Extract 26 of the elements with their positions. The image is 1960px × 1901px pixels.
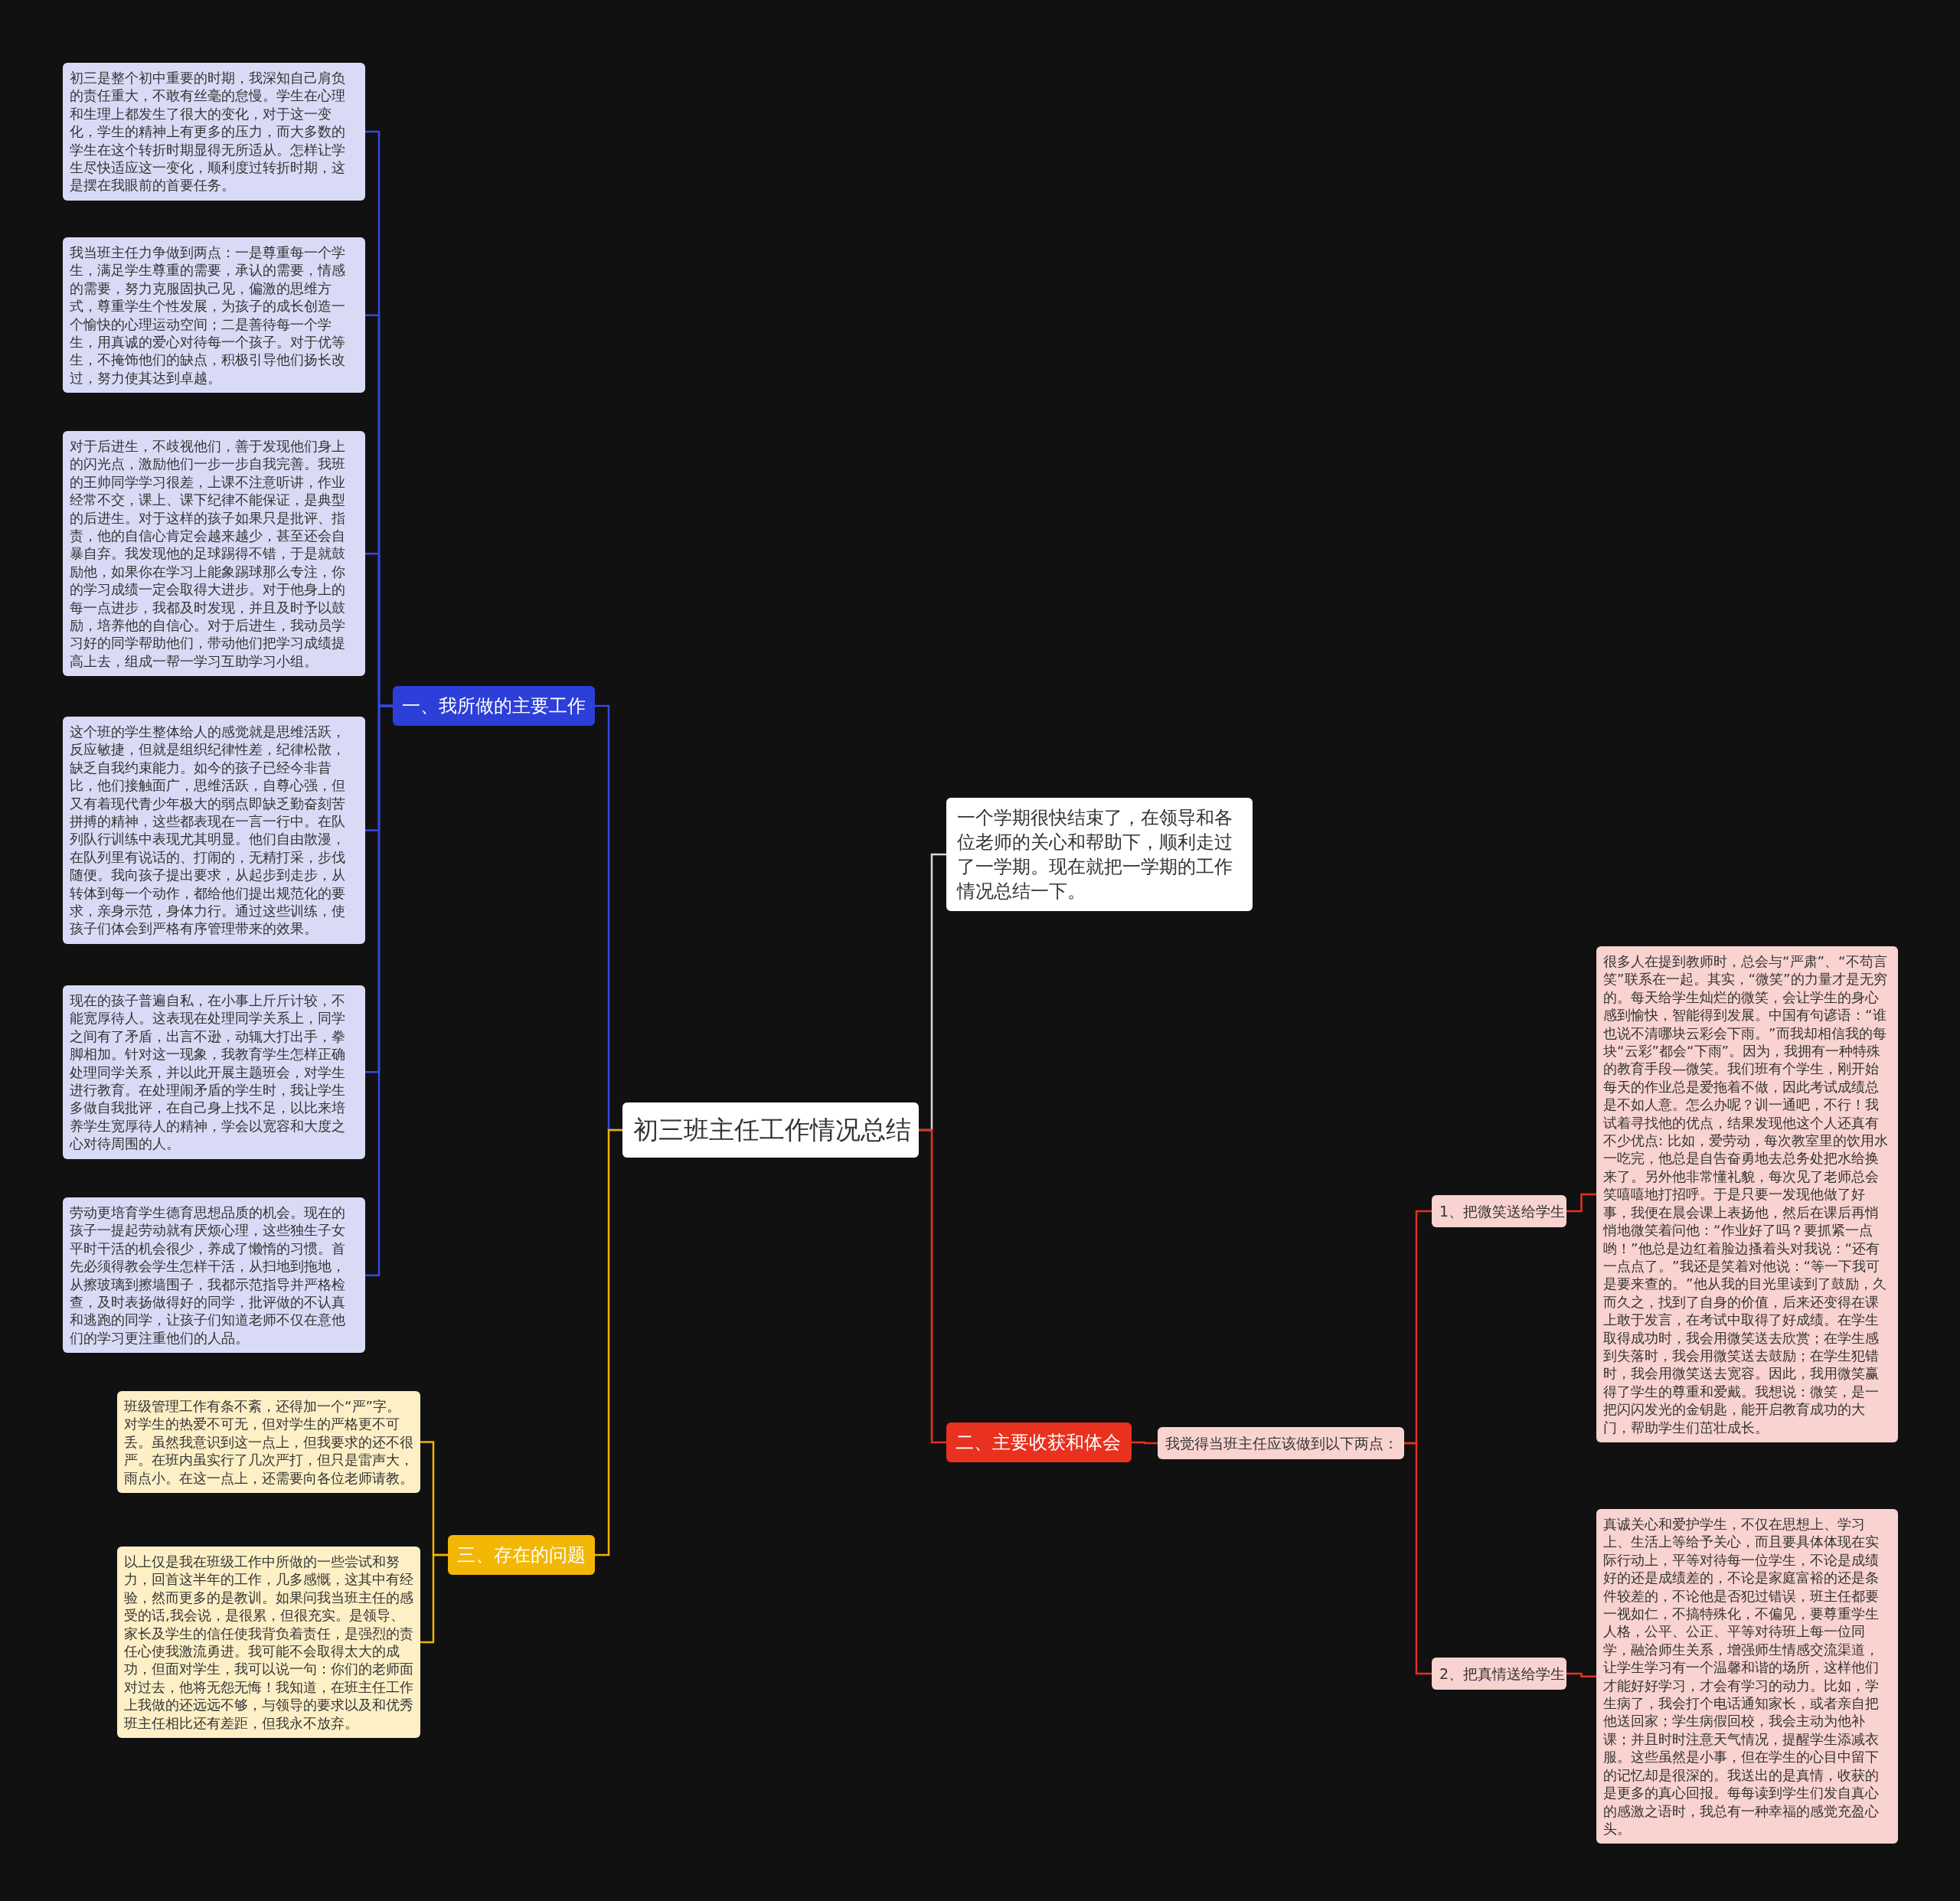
text-card: 班级管理工作有条不紊，还得加一个“严”字。对学生的热爱不可无，但对学生的严格更不可丢。虽然我意识到这一点上，但我要求的还不很严。在班内虽实行了几次严打，但只是雷声大，雨点小。在这一点上，还需要向各位老师请教。 (117, 1391, 420, 1494)
subtopic-label: 我觉得当班主任应该做到以下两点： (1158, 1427, 1404, 1459)
connector-line (420, 1553, 448, 1644)
branch-topic: 三、存在的问题 (448, 1535, 595, 1575)
connector-line (1566, 1193, 1596, 1213)
connector-line (1404, 1442, 1432, 1675)
intro-card: 一个学期很快结束了，在领导和各位老师的关心和帮助下，顺利走过了一学期。现在就把一学期的工作情况总结一下。 (946, 798, 1253, 911)
central-topic: 初三班主任工作情况总结 (622, 1102, 919, 1158)
text-card: 初三是整个初中重要的时期，我深知自己肩负的责任重大，不敢有丝毫的怠慢。学生在心理和生理上都发生了很大的变化，对于这一变化，学生的精神上有更多的压力，而大多数的学生在这个转折时期显得无所适从。怎样让学生尽快适应这一变化，顺利度过转折时期，这是摆在我眼前的首要任务。 (63, 63, 365, 201)
subtopic-label: 1、把微笑送给学生 (1432, 1195, 1566, 1227)
connector-line (919, 1129, 946, 1444)
connector-line (595, 1129, 622, 1556)
text-card: 现在的孩子普遍自私，在小事上斤斤计较，不能宽厚待人。这表现在处理同学关系上，同学之间有了矛盾，出言不逊，动辄大打出手，拳脚相加。针对这一现象，我教育学生怎样正确处理同学关系，并以此开展主题班会，对学生进行教育。在处理闹矛盾的学生时，我让学生多做自我批评，在自己身上找不足，以比来培养学生宽厚待人的精神，学会以宽容和大度之心对待周围的人。 (63, 985, 365, 1159)
branch-topic: 二、主要收获和体会 (946, 1422, 1132, 1462)
connector-line (365, 704, 393, 1276)
branch-topic: 一、我所做的主要工作 (393, 686, 595, 726)
text-card: 我当班主任力争做到两点：一是尊重每一个学生，满足学生尊重的需要，承认的需要，情感的需要，努力克服固执己见，偏激的思维方式，尊重学生个性发展，为孩子的成长创造一个愉快的心理运动空间；二是善待每一个学生，用真诚的爱心对待每一个孩子。对于优等生，不掩饰他们的缺点，积极引导他们扬长改过，努力使其达到卓越。 (63, 237, 365, 394)
text-card: 对于后进生，不歧视他们，善于发现他们身上的闪光点，激励他们一步一步自我完善。我班的王帅同学学习很差，上课不注意听讲，作业经常不交，课上、课下纪律不能保证，是典型的后进生。对于这样的孩子如果只是批评、指责，他的自信心肯定会越来越少，甚至还会自暴自弃。我发现他的足球踢得不错，于是就鼓励他，如果你在学习上能象踢球那么专注，你的学习成绩一定会取得大进步。对于他身上的每一点进步，我都及时发现，并且及时予以鼓励，培养他的自信心。对于后进生，我动员学习好的同学帮助他们，带动他们把学习成绩提高上去，组成一帮一学习互助学习小组。 (63, 431, 365, 677)
text-card: 劳动更培育学生德育思想品质的机会。现在的孩子一提起劳动就有厌烦心理，这些独生子女平时干活的机会很少，养成了懒惰的习惯。首先必须得教会学生怎样干活，从扫地到拖地，从擦玻璃到擦墙围子，我都示范指导并严格检查，及时表扬做得好的同学，批评做的不认真和逃跑的同学，让孩子们知道老师不仅在意他们的学习更注重他们的人品。 (63, 1197, 365, 1354)
subtopic-label: 2、把真情送给学生 (1432, 1658, 1566, 1690)
text-card: 这个班的学生整体给人的感觉就是思维活跃，反应敏捷，但就是组织纪律性差，纪律松散，缺乏自我约束能力。如今的孩子已经今非昔比，他们接触面广，思维活跃，自尊心强，但又有着现代青少年极大的弱点即缺乏勤奋刻苦拼搏的精神，这些都表现在一言一行中。在队列队行训练中表现尤其明显。他们自由散漫，在队列里有说话的、打闹的，无精打采，步伐随便。我向孩子提出要求，从起步到走步，从转体到每一个动作，都给他们提出规范化的要求，亲身示范，身体力行。通过这些训练，使孩子们体会到严格有序管理带来的效果。 (63, 717, 365, 944)
text-card: 真诚关心和爱护学生，不仅在思想上、学习上、生活上等给予关心，而且要具体体现在实际行动上，平等对待每一位学生，不论是成绩好的还是成绩差的，不论是家庭富裕的还是条件较差的，不论他是否犯过错误，班主任都要一视如仁，不搞特殊化，不偏见，要尊重学生人格，公平、公正、平等对待班上每一位同学，融洽师生关系，增强师生情感交流渠道，让学生学习有一个温馨和谐的场所，这样他们才能好好学习，才会有学习的动力。比如，学生病了，我会打个电话通知家长，或者亲自把他送回家；学生病假回校，我会主动为他补课；并且时时注意天气情况，提醒学生添减衣服。这些虽然是小事，但在学生的心目中留下的记忆却是很深的。我送出的是真情，收获的是更多的真心回报。每每读到学生们发自真心的感激之语时，我总有一种幸福的感觉充盈心头。 (1596, 1509, 1898, 1844)
text-card: 以上仅是我在班级工作中所做的一些尝试和努力，回首这半年的工作，几多感慨，这其中有经验，然而更多的是教训。如果问我当班主任的感受的话,我会说，是很累，但很充实。是领导、家长及学生的信任使我背负着责任，是强烈的责任心使我激流勇进。我可能不会取得太大的成功，但面对学生，我可以说一句：你们的老师面对过去，他将无怨无悔！我知道，在班主任工作上我做的还远远不够，与领导的要求以及和优秀班主任相比还有差距，但我永不放弃。 (117, 1547, 420, 1739)
connector-line (1566, 1672, 1596, 1677)
connector-line (1132, 1441, 1158, 1445)
text-card: 很多人在提到教师时，总会与“严肃”、“不苟言笑”联系在一起。其实，“微笑”的力量才是无穷的。每天给学生灿烂的微笑，会让学生的身心感到愉快，智能得到发展。中国有句谚语：“谁也说不清哪块云彩会下雨。”而我却相信我的每块“云彩”都会“下雨”。因为，我拥有一种特殊的教育手段—微笑。我们班有个学生，刚开始每天的作业总是爱拖着不做，因此考试成绩总是不如人意。怎么办呢？训一通吧，不行！我试着寻找他的优点，结果发现他这个人还真有不少优点: 比如，爱劳动，每次教室里的饮用水一吃完，他总是自告奋勇地去总务处把水给换来了。另外他非常懂礼貌，每次见了老师总会笑嘻嘻地打招呼。于是只要一发现他做了好事，我便在晨会课上表扬他，然后在课后再悄悄地微笑着问他：“作业好了吗？要抓紧一点哟！”他总是边红着脸边搔着头对我说：“还有一点点了。”我还是笑着对他说：“等一下我可是要来查的。”他从我的目光里读到了鼓励，久而久之，找到了自身的价值，后来还变得在课上敢于发言，在考试中取得了好成绩。在学生取得成功时，我会用微笑送去欣赏；在学生感到失落时，我会用微笑送去鼓励；在学生犯错时，我会用微笑送去宽容。因此，我用微笑赢得了学生的尊重和爱戴。我想说：微笑，是一把闪闪发光的金钥匙，能开启教育成功的大门，帮助学生们茁壮成长。 (1596, 946, 1898, 1442)
